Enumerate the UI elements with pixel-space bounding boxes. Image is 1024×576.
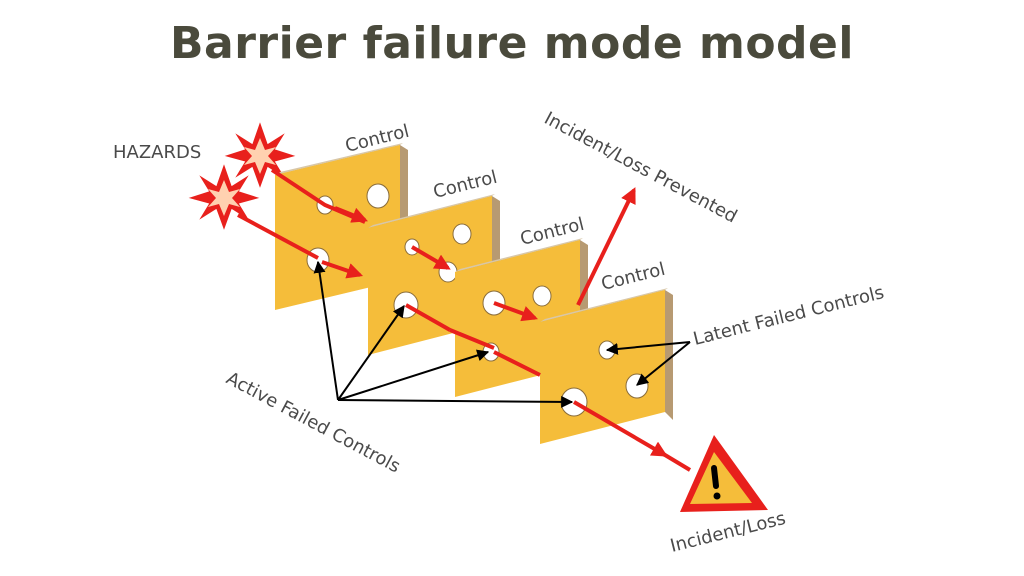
hazard-path-final (572, 400, 668, 457)
hazard-path-lower-3 (449, 328, 495, 350)
hazard-path-upper-arrow (334, 206, 368, 223)
active-failed-controls-label: Active Failed Controls (223, 368, 404, 478)
hazard-path-final-2 (658, 450, 692, 472)
warning-triangle-icon (680, 435, 768, 512)
incident-loss-label: Incident/Loss (668, 508, 788, 557)
incident-loss-prevented-label: Incident/Loss Prevented (541, 108, 741, 228)
hazards-label: HAZARDS (113, 142, 201, 163)
hazard-burst-icon (183, 159, 265, 235)
control-label-4: Control (599, 259, 667, 295)
prevented-path (576, 187, 636, 306)
hazard-path-lower-arrow (321, 260, 364, 279)
latent-failed-pointers (605, 341, 691, 386)
latent-failed-controls-label: Latent Failed Controls (691, 282, 886, 350)
hazard-path-lower-2 (405, 303, 451, 332)
hazard-paths (237, 168, 692, 472)
page-title: Barrier failure mode model (170, 18, 854, 69)
hazard-path-upper-2 (410, 245, 451, 270)
hazard-path-lower-5 (493, 350, 541, 377)
hazard-path-lower-4 (493, 301, 539, 322)
hazard-path-lower (237, 213, 319, 260)
active-failed-pointers (313, 260, 574, 408)
